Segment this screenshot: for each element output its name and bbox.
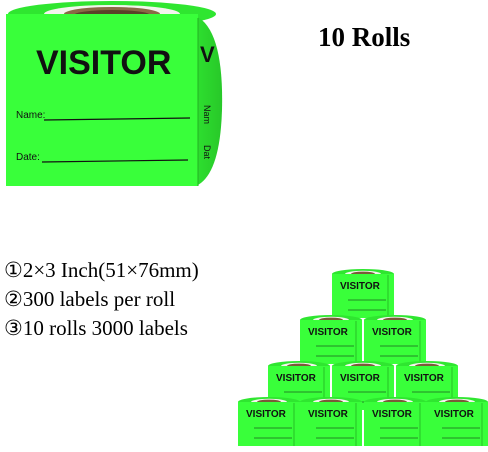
small-roll: VISITOR [364,397,426,446]
small-roll-heading: VISITOR [340,281,381,292]
svg-text:Nam: Nam [202,105,212,124]
small-roll: VISITOR [364,315,426,364]
small-roll-heading: VISITOR [308,409,349,420]
small-roll-heading: VISITOR [372,409,413,420]
label-name-field: Name: [16,110,45,121]
svg-text:V: V [200,42,215,67]
spec-total: ③10 rolls 3000 labels [4,316,188,340]
small-roll: VISITOR [426,397,488,446]
large-label-roll: VISITOR Name: Date: V Nam Dat [6,1,223,186]
small-roll: VISITOR [300,397,362,446]
label-date-field: Date: [16,152,40,163]
small-roll-heading: VISITOR [434,409,475,420]
small-roll: VISITOR [332,269,394,318]
small-roll-heading: VISITOR [246,409,287,420]
roll-pyramid: VISITOR VISITOR VISITOR VISITOR VISITOR VISIT… [238,269,488,446]
small-roll: VISITOR [238,397,300,446]
small-roll-heading: VISITOR [404,373,445,384]
title: 10 Rolls [318,22,411,52]
small-roll-heading: VISITOR [308,327,349,338]
label-visitor-heading: VISITOR [36,44,171,82]
small-roll-heading: VISITOR [340,373,381,384]
small-roll-heading: VISITOR [372,327,413,338]
small-roll-heading: VISITOR [276,373,317,384]
svg-text:Dat: Dat [202,145,212,160]
spec-list: ①2×3 Inch(51×76mm) ②300 labels per roll … [4,256,199,343]
small-roll: VISITOR [300,315,362,364]
spec-labels-per-roll: ②300 labels per roll [4,287,176,311]
spec-size: ①2×3 Inch(51×76mm) [4,258,199,282]
front-label [6,14,198,186]
